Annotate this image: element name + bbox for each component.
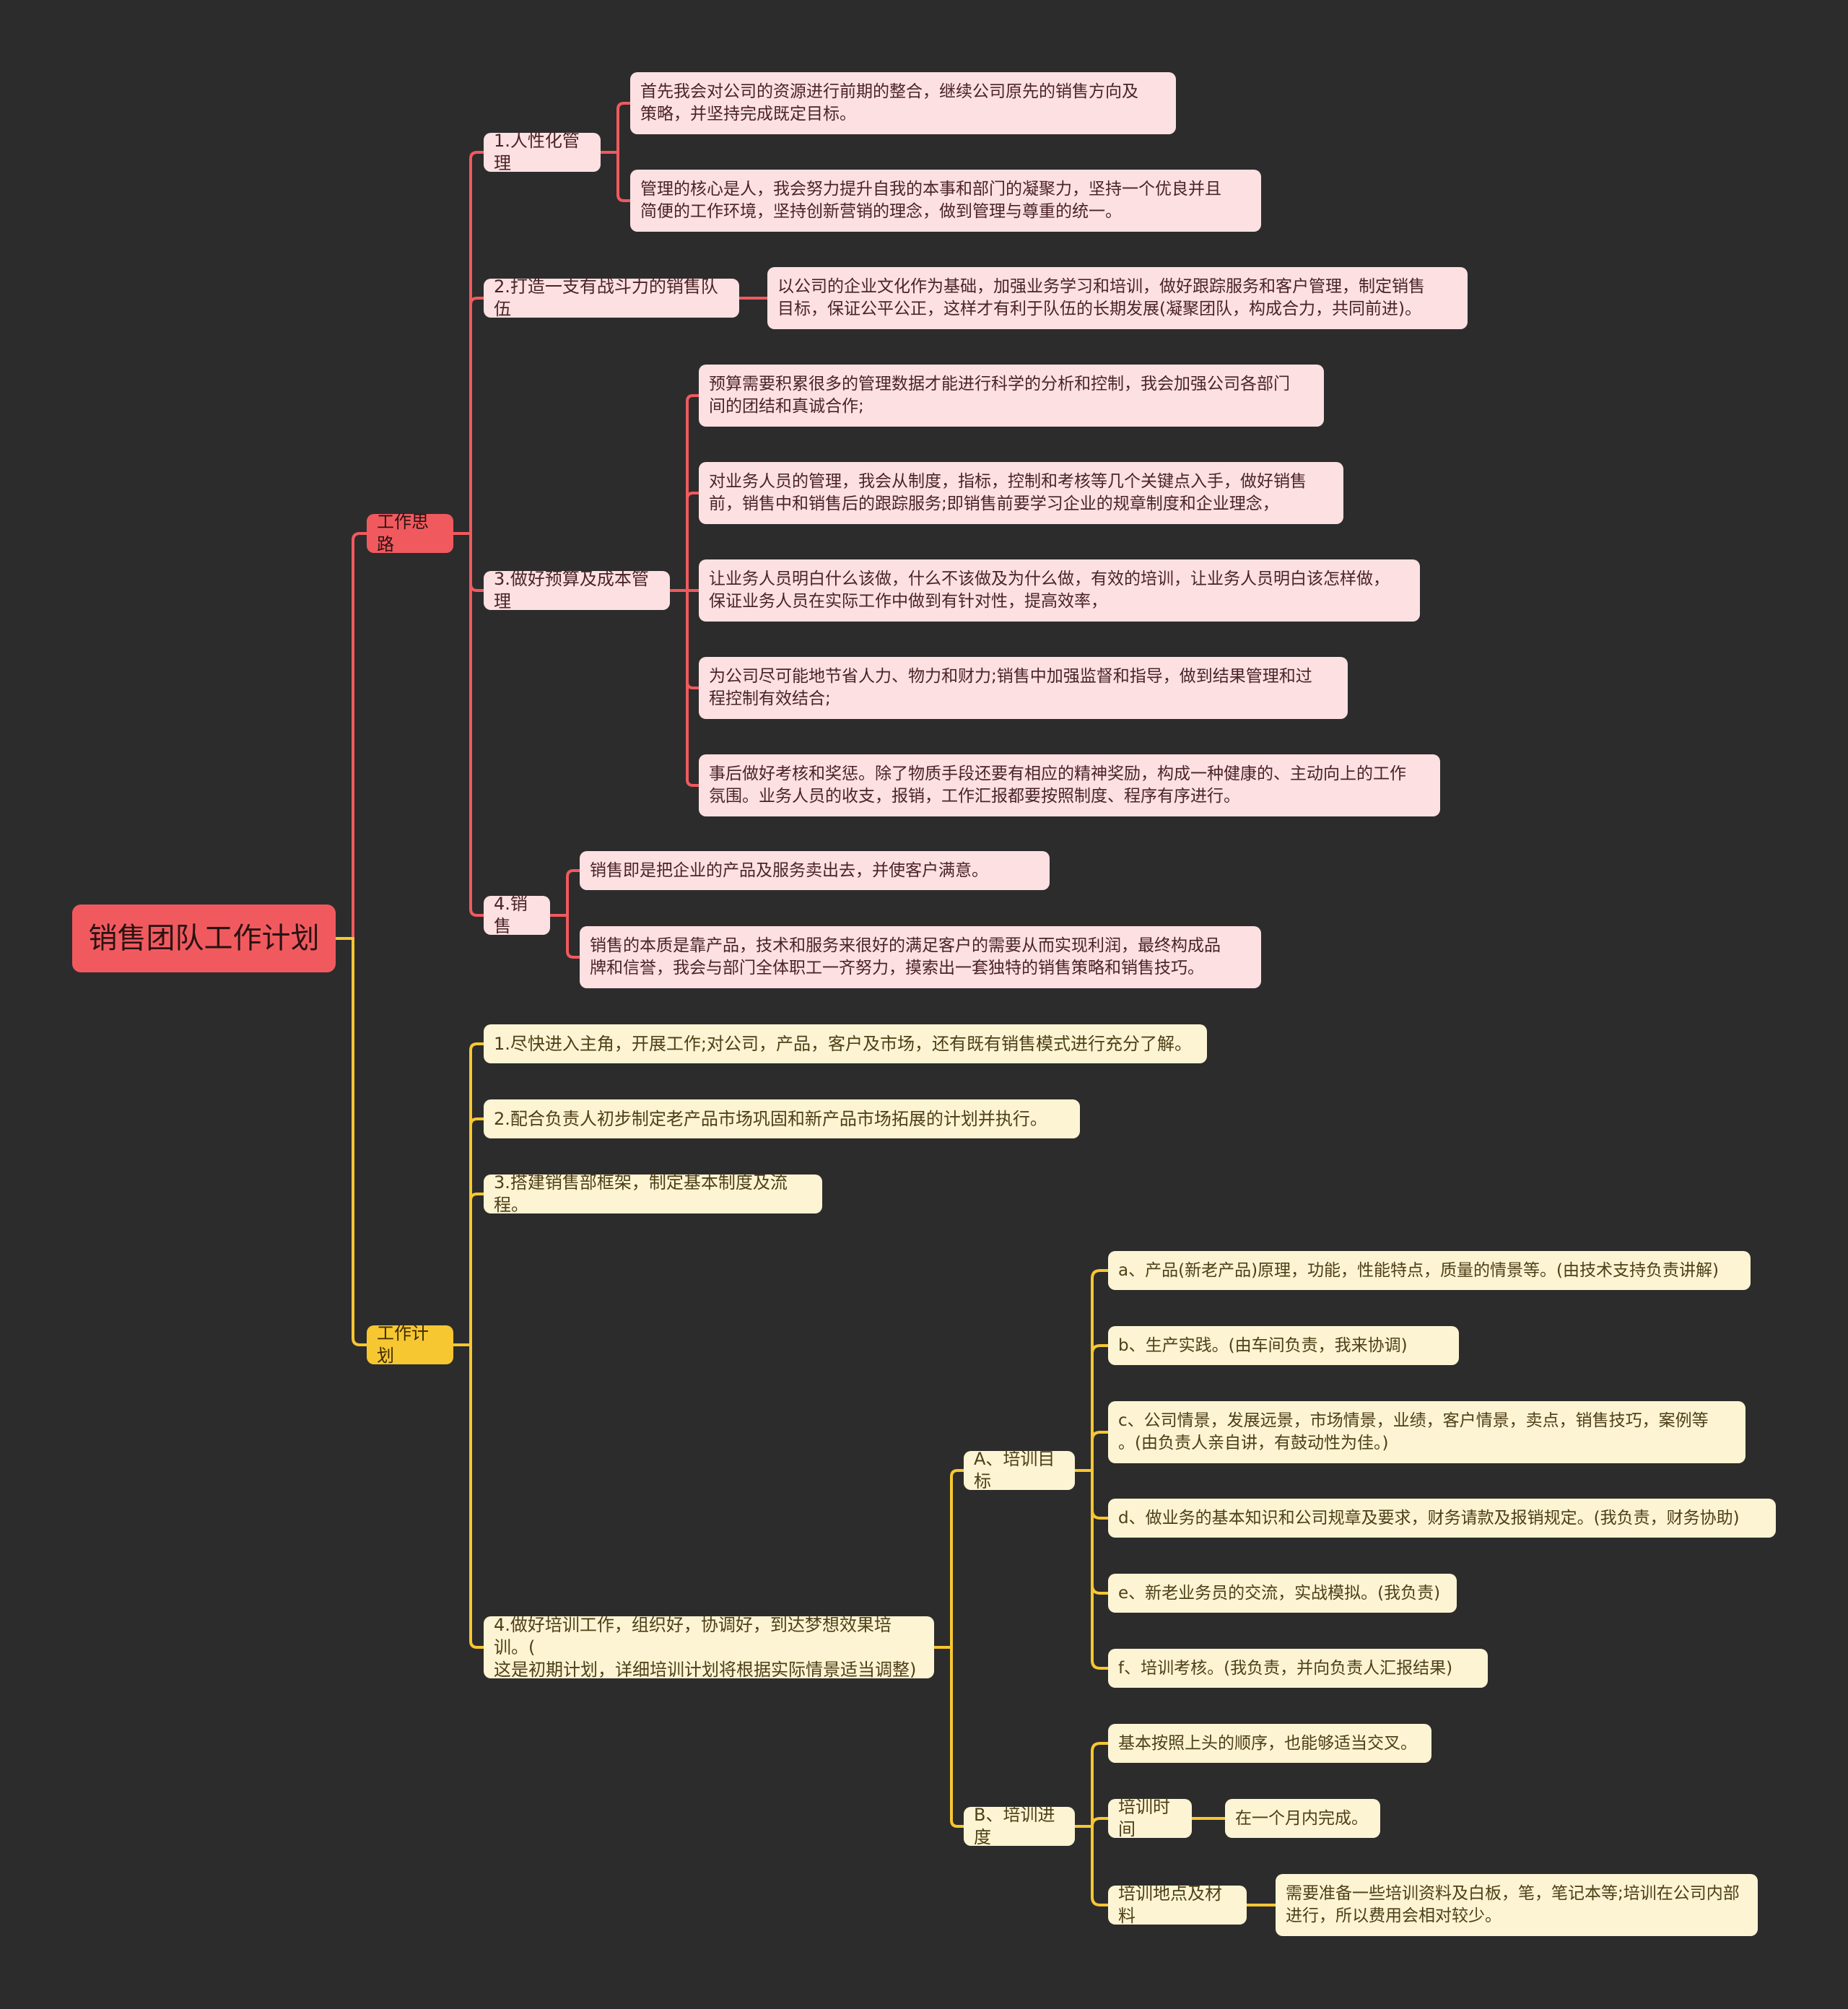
- progress-place-label[interactable]: 培训地点及材料: [1108, 1883, 1247, 1926]
- connector-goal-a: [1073, 1269, 1110, 1472]
- leaf-budget-3[interactable]: 让业务人员明白什么该做，什么不该做及为什么做，有效的培训，让业务人员明白该怎样做…: [699, 559, 1420, 622]
- goal-d[interactable]: d、做业务的基本知识和公司规章及要求，财务请款及报销规定。(我负责，财务协助): [1108, 1499, 1776, 1538]
- progress-place-value[interactable]: 需要准备一些培训资料及白板，笔，笔记本等;培训在公司内部 进行，所以费用会相对较…: [1276, 1874, 1758, 1936]
- connector-training-goal: [933, 1469, 965, 1649]
- goal-b[interactable]: b、生产实践。(由车间负责，我来协调): [1108, 1326, 1459, 1365]
- connector-leaf-humanized-2: [599, 151, 632, 202]
- training-goal[interactable]: A、培训目标: [964, 1449, 1075, 1491]
- topic-humanized-management[interactable]: 1.人性化管理: [484, 131, 601, 173]
- connector-plan-item-training: [452, 1343, 485, 1649]
- leaf-budget-2[interactable]: 对业务人员的管理，我会从制度，指标，控制和考核等几个关键点入手，做好销售 前，销…: [699, 462, 1343, 524]
- connector-leaf-budget-2: [668, 492, 700, 592]
- plan-item-3[interactable]: 3.搭建销售部框架，制定基本制度及流程。: [484, 1172, 822, 1215]
- connector-goal-c: [1073, 1431, 1110, 1472]
- progress-time-value[interactable]: 在一个月内完成。: [1225, 1799, 1380, 1838]
- connector-plan-item-2: [452, 1117, 485, 1346]
- leaf-humanized-1[interactable]: 首先我会对公司的资源进行前期的整合，继续公司原先的销售方向及 策略，并坚持完成既…: [630, 72, 1176, 134]
- training-progress[interactable]: B、培训进度: [964, 1805, 1075, 1847]
- connector-progress-order: [1073, 1742, 1110, 1828]
- connector-leaf-budget-1: [668, 394, 700, 592]
- branch-work-plan[interactable]: 工作计划: [367, 1323, 453, 1366]
- connector-leaf-budget-4: [668, 589, 700, 689]
- connector-topic-sales: [452, 532, 485, 917]
- branch-work-thinking[interactable]: 工作思路: [367, 512, 453, 554]
- plan-item-training[interactable]: 4.做好培训工作，组织好，协调好，到达梦想效果培训。( 这是初期计划，详细培训计…: [484, 1615, 934, 1680]
- plan-item-1[interactable]: 1.尽快进入主角，开展工作;对公司，产品，客户及市场，还有既有销售模式进行充分了…: [484, 1024, 1207, 1063]
- connector-topic-humanized-management: [452, 151, 485, 535]
- connector-goal-b: [1073, 1344, 1110, 1472]
- connector-goal-f: [1073, 1469, 1110, 1670]
- connector-topic-budget-cost: [452, 532, 485, 592]
- leaf-sales-team-1[interactable]: 以公司的企业文化作为基础，加强业务学习和培训，做好跟踪服务和客户管理，制定销售 …: [767, 267, 1468, 329]
- plan-item-2[interactable]: 2.配合负责人初步制定老产品市场巩固和新产品市场拓展的计划并执行。: [484, 1099, 1080, 1138]
- topic-sales-team[interactable]: 2.打造一支有战斗力的销售队伍: [484, 276, 739, 319]
- connector-branch-work-thinking: [334, 532, 368, 940]
- connector-plan-item-3: [452, 1193, 485, 1346]
- goal-e[interactable]: e、新老业务员的交流，实战模拟。(我负责): [1108, 1574, 1457, 1613]
- connector-leaf-sales-1: [549, 869, 581, 917]
- connector-branch-work-plan: [334, 937, 368, 1346]
- leaf-budget-4[interactable]: 为公司尽可能地节省人力、物力和财力;销售中加强监督和指导，做到结果管理和过 程控…: [699, 657, 1348, 719]
- leaf-humanized-2[interactable]: 管理的核心是人，我会努力提升自我的本事和部门的凝聚力，坚持一个优良并且 简便的工…: [630, 170, 1261, 232]
- leaf-budget-1[interactable]: 预算需要积累很多的管理数据才能进行科学的分析和控制，我会加强公司各部门 间的团结…: [699, 365, 1324, 427]
- connector-progress-place-label: [1073, 1825, 1110, 1906]
- connector-training-progress: [933, 1646, 965, 1828]
- topic-sales[interactable]: 4.销售: [484, 894, 550, 936]
- goal-c[interactable]: c、公司情景，发展远景，市场情景，业绩，客户情景，卖点，销售技巧，案例等 。(由…: [1108, 1401, 1745, 1463]
- connector-plan-item-1: [452, 1042, 485, 1346]
- leaf-sales-2[interactable]: 销售的本质是靠产品，技术和服务来很好的满足客户的需要从而实现利润，最终构成品 牌…: [580, 926, 1261, 988]
- leaf-budget-5[interactable]: 事后做好考核和奖惩。除了物质手段还要有相应的精神奖励，构成一种健康的、主动向上的…: [699, 754, 1440, 816]
- connector-leaf-budget-5: [668, 589, 700, 787]
- connector-leaf-sales-2: [549, 914, 581, 959]
- progress-order[interactable]: 基本按照上头的顺序，也能够适当交叉。: [1108, 1724, 1431, 1763]
- progress-time-label[interactable]: 培训时间: [1108, 1797, 1192, 1839]
- connector-leaf-humanized-1: [599, 102, 632, 154]
- goal-f[interactable]: f、培训考核。(我负责，并向负责人汇报结果): [1108, 1649, 1488, 1688]
- leaf-sales-1[interactable]: 销售即是把企业的产品及服务卖出去，并使客户满意。: [580, 851, 1050, 890]
- connector-topic-sales-team: [452, 297, 485, 535]
- root-node[interactable]: 销售团队工作计划: [72, 905, 336, 972]
- goal-a[interactable]: a、产品(新老产品)原理，功能，性能特点，质量的情景等。(由技术支持负责讲解): [1108, 1251, 1751, 1290]
- topic-budget-cost[interactable]: 3.做好预算及成本管理: [484, 569, 670, 611]
